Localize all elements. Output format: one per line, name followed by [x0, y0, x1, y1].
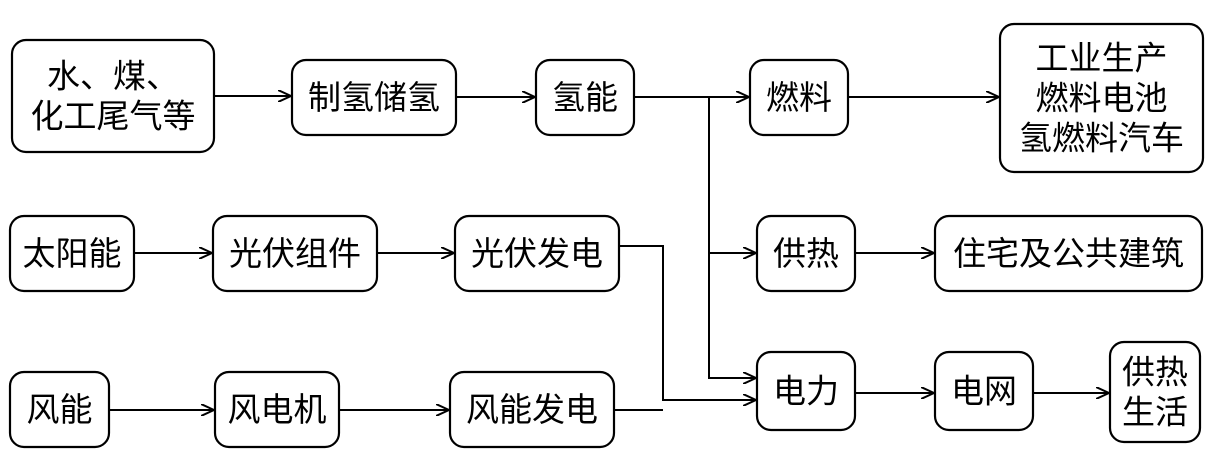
node-grid: 电网	[933, 350, 1035, 432]
node-heating: 供热	[755, 214, 857, 293]
node-fuel: 燃料	[748, 58, 850, 137]
node-hydrogen-energy: 氢能	[534, 58, 636, 137]
node-box	[755, 214, 857, 293]
node-label: 太阳能	[23, 234, 122, 273]
node-label: 化工尾气等	[31, 97, 196, 136]
node-box	[933, 350, 1035, 432]
node-label: 制氢储氢	[308, 78, 440, 117]
node-box	[748, 58, 850, 137]
node-label: 住宅及公共建筑	[953, 234, 1184, 273]
node-buildings: 住宅及公共建筑	[933, 214, 1204, 293]
node-box	[10, 38, 216, 154]
node-label: 电力	[773, 372, 839, 411]
node-box	[290, 58, 458, 137]
node-electricity: 电力	[755, 350, 857, 432]
node-label: 燃料	[766, 78, 832, 117]
node-label: 供热	[1122, 353, 1188, 392]
node-box	[1108, 340, 1202, 444]
node-label: 生活	[1122, 393, 1188, 432]
node-label: 氢燃料汽车	[1019, 119, 1184, 158]
node-box	[998, 22, 1205, 174]
node-box	[213, 370, 341, 449]
node-label: 光伏组件	[229, 234, 361, 273]
node-label: 氢能	[552, 78, 618, 117]
arrow-hydrogen-energy-to-electricity	[708, 253, 755, 378]
node-box	[755, 350, 857, 432]
node-label: 光伏发电	[471, 234, 603, 273]
node-box	[534, 58, 636, 137]
node-label: 风电机	[228, 390, 327, 429]
node-label: 水、煤、	[47, 57, 179, 96]
connectors	[109, 96, 1108, 410]
node-pv-modules: 光伏组件	[211, 214, 379, 293]
node-label: 燃料电池	[1036, 79, 1168, 118]
node-box	[211, 214, 379, 293]
node-box	[8, 214, 136, 293]
arrow-pv-power-to-electricity	[619, 245, 755, 400]
arrow-hydrogen-energy-to-heating	[708, 97, 755, 253]
node-label: 工业生产	[1036, 39, 1168, 78]
node-label: 供热	[773, 234, 839, 273]
node-wind: 风能	[8, 370, 111, 449]
node-wind-power: 风能发电	[448, 370, 616, 449]
node-solar: 太阳能	[8, 214, 136, 293]
node-hydrogen-production: 制氢储氢	[290, 58, 458, 137]
node-box	[8, 370, 111, 449]
node-box	[933, 214, 1204, 293]
node-source-water: 水、煤、化工尾气等	[10, 38, 216, 154]
node-box	[453, 214, 621, 293]
node-label: 风能	[27, 390, 93, 429]
node-pv-power: 光伏发电	[453, 214, 621, 293]
node-wind-turbine: 风电机	[213, 370, 341, 449]
node-box	[448, 370, 616, 449]
node-label: 风能发电	[466, 390, 598, 429]
node-label: 电网	[951, 372, 1017, 411]
